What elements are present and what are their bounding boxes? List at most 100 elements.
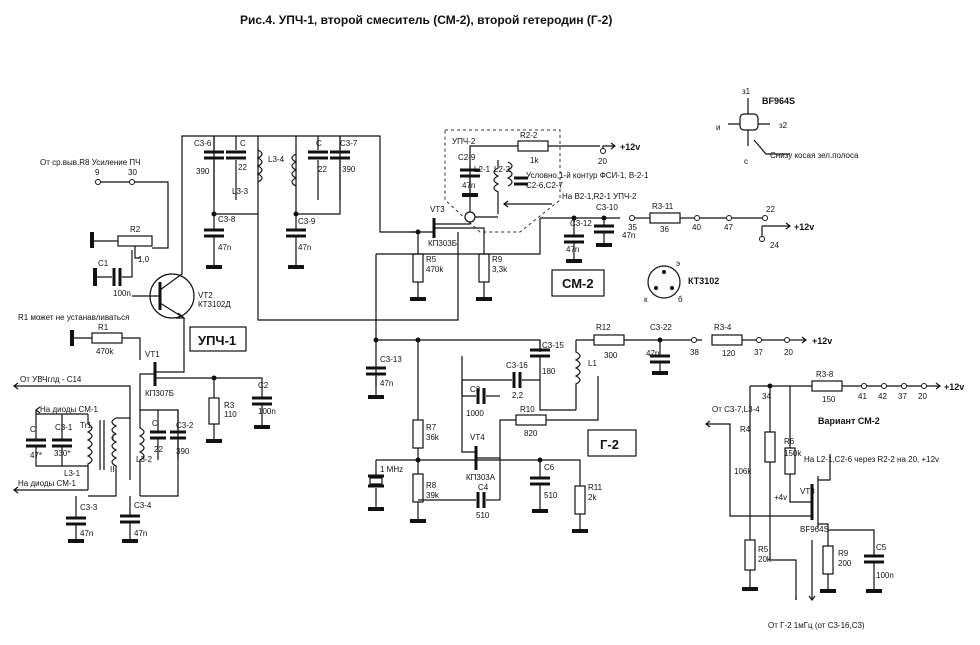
l3-2-label: L3-2 <box>136 455 153 464</box>
pin-22: 22 <box>766 205 775 214</box>
kt3102-title: КТ3102 <box>688 276 719 286</box>
capacitor-c3-12: C3-12 47n <box>564 215 592 263</box>
pin-i: и <box>716 123 720 132</box>
tr-i-label: I <box>112 433 114 442</box>
label-upch2: УПЧ-2 <box>452 137 476 146</box>
pin-s: с <box>744 157 748 166</box>
r2-name: R2 <box>130 225 141 234</box>
l2-2-label: L2-2 <box>494 165 511 174</box>
inductor-l3-3: L3-3 <box>232 149 263 196</box>
capacitor-c6: C6 510 <box>530 457 558 513</box>
label-variant: Вариант СМ-2 <box>818 416 880 426</box>
r5v-value: 20k <box>758 555 772 564</box>
c3-16-value: 2,2 <box>512 391 524 400</box>
note-plus4v: +4v <box>774 493 787 502</box>
block-sm2-label: СМ-2 <box>562 276 594 291</box>
vt2-type: КТ3102Д <box>198 300 231 309</box>
c3-7-c-value: 22 <box>318 165 327 174</box>
c3-2-c-name: C <box>152 419 158 428</box>
pin-42: 42 <box>878 392 887 401</box>
c6-name: C6 <box>544 463 555 472</box>
bf964s-pinout: BF964S з1 з2 и с Снизу косая зел.полоса <box>716 87 859 166</box>
c3-7-c-name: C <box>316 139 322 148</box>
c3-22-value: 47n <box>646 349 659 358</box>
r3-11-name: R3-11 <box>652 202 674 211</box>
note-to-diodes-top: На диоды СМ-1 <box>40 405 99 414</box>
resistor-r8: R8 39k <box>410 457 440 523</box>
c4-name: C4 <box>478 483 489 492</box>
capacitor-c3-9: C3-9 47n <box>286 211 316 269</box>
l3-1-label: L3-1 <box>64 469 81 478</box>
vt1-type: КП307Б <box>145 389 174 398</box>
capacitor-c3-13: C3-13 47n <box>366 337 402 399</box>
c1-value: 100n <box>113 289 131 298</box>
transistor-vt1: VT1 КП307Б <box>139 318 263 398</box>
block-g2-label: Г-2 <box>600 437 619 452</box>
pin-20b: 20 <box>784 348 793 357</box>
c3-6-c-name: C <box>240 139 246 148</box>
xtal-label: 1 MHz <box>380 465 403 474</box>
r12-value: 300 <box>604 351 618 360</box>
r4v-value: 106k <box>734 467 752 476</box>
c3-6-name: C3-6 <box>194 139 212 148</box>
c3-3-name: C3-3 <box>80 503 98 512</box>
capacitor-c3-6-pair: C3-6 390 C 22 <box>194 136 247 200</box>
pin-47a: 47 <box>724 223 733 232</box>
r3-11-value: 36 <box>660 225 669 234</box>
resistor-r3-11: R3-11 36 <box>634 202 694 234</box>
bf964s-title: BF964S <box>762 96 795 106</box>
capacitor-c3-1: C3-1 330* <box>52 414 73 466</box>
resistor-r12: R12 300 <box>593 323 702 360</box>
r3-4-name: R3-4 <box>714 323 732 332</box>
c3-6-c-value: 22 <box>238 163 247 172</box>
c3-2-name: C3-2 <box>176 421 194 430</box>
supply-12v-3: +12v <box>812 336 832 346</box>
c1-name: C1 <box>98 259 109 268</box>
c-47-name: C <box>30 425 36 434</box>
r12-name: R12 <box>596 323 611 332</box>
c3-9-name: C3-9 <box>298 217 316 226</box>
supply-12v-2: +12v <box>794 222 814 232</box>
c3-7-name: C3-7 <box>340 139 358 148</box>
c3-12-value: 47n <box>566 245 579 254</box>
r8-name: R8 <box>426 481 437 490</box>
r9-name: R9 <box>492 255 503 264</box>
pin-k: к <box>644 295 648 304</box>
resistor-r2: R2 1,0 <box>90 225 153 264</box>
r9v-name: R9 <box>838 549 849 558</box>
c4-value: 510 <box>476 511 490 520</box>
note-from-r8: От ср.выв.R8 Усиление ПЧ <box>40 158 140 167</box>
block-g2: Г-2 <box>587 429 637 457</box>
capacitor-c3-15: C3-15 180 <box>530 340 576 411</box>
c2-6-c2-7-label: C2-6,C2-7 <box>526 181 563 190</box>
capacitor-c3-8: C3-8 47n <box>204 211 236 269</box>
pin-38: 38 <box>690 348 699 357</box>
pin-41: 41 <box>858 392 867 401</box>
vt2-name: VT2 <box>198 291 213 300</box>
note-r1: R1 может не устанавливаться <box>18 313 129 322</box>
capacitor-c3-2-pair: C 22 C3-2 390 <box>150 410 194 460</box>
note-from-c3-7: От С3-7,L3-4 <box>712 405 760 414</box>
pin-z2: з2 <box>779 121 788 130</box>
resistor-r5-variant: R5 20k <box>742 516 772 591</box>
c3-15-value: 180 <box>542 367 556 376</box>
c5-value: 100n <box>876 571 894 580</box>
c5-name: C5 <box>876 543 887 552</box>
c3-2-value: 390 <box>176 447 190 456</box>
c2-9-value: 47n <box>462 181 475 190</box>
r4v-name: R4 <box>740 425 751 434</box>
r3-8-name: R3-8 <box>816 370 834 379</box>
c3-4-value: 47n <box>134 529 147 538</box>
c3-1-value: 330* <box>54 449 70 458</box>
r2-value: 1,0 <box>138 255 150 264</box>
l3-4-label: L3-4 <box>268 155 285 164</box>
pin-b: б <box>678 295 683 304</box>
pin-30: 30 <box>128 168 137 177</box>
c3-3-value: 47n <box>80 529 93 538</box>
note-snizu: Снизу косая зел.полоса <box>770 151 859 160</box>
l1-label: L1 <box>588 359 597 368</box>
pin-20a: 20 <box>598 157 607 166</box>
c3-8-value: 47n <box>218 243 231 252</box>
r7-name: R7 <box>426 423 437 432</box>
c3-10-value: 47n <box>622 231 635 240</box>
